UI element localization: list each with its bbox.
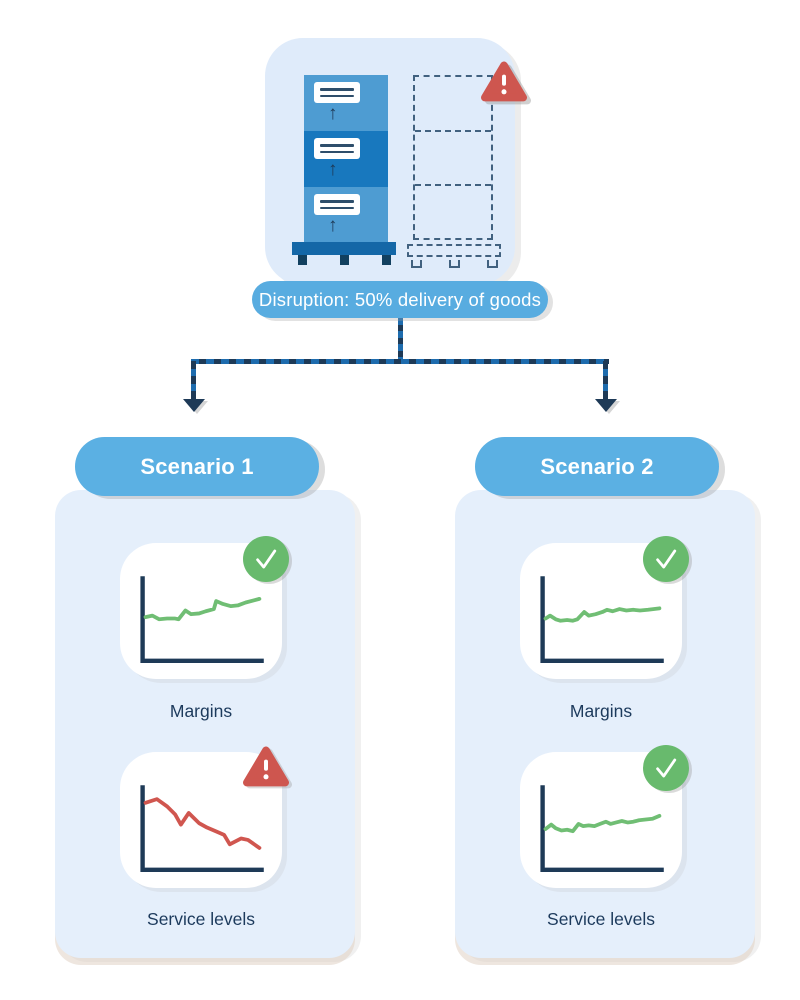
scenario-1-group: Scenario 1 Margins Service levels (55, 437, 355, 962)
service-levels-line-chart (540, 785, 664, 872)
missing-pallet-leg-outline (487, 260, 498, 268)
goods-stack: ↑ ↑ ↑ (304, 75, 388, 243)
box-label (314, 194, 360, 215)
warehouse-illustration: ↑ ↑ ↑ (265, 38, 515, 285)
status-badge (243, 745, 289, 791)
arrow-down-icon (183, 399, 205, 412)
connector-right-drop (603, 361, 608, 401)
scenario-2-header: Scenario 2 (475, 437, 719, 496)
margins-line-chart (140, 576, 264, 663)
disruption-label: Disruption: 50% delivery of goods (258, 288, 542, 310)
connector-horizontal (191, 359, 609, 364)
chart-tile-service-levels (520, 745, 689, 888)
warning-triangle-icon (243, 745, 289, 791)
service-levels-line-chart (140, 785, 264, 872)
arrow-up-icon: ↑ (328, 103, 338, 124)
pallet-leg (340, 255, 349, 265)
goods-box: ↑ (304, 187, 388, 243)
missing-pallet-leg-outline (411, 260, 422, 268)
warning-triangle-icon (481, 60, 527, 106)
arrow-up-icon: ↑ (328, 159, 338, 180)
chart-tile-service-levels (120, 752, 282, 888)
disruption-label-pill: Disruption: 50% delivery of goods (252, 281, 548, 318)
chart-label: Margins (569, 701, 633, 721)
scenario-title: Scenario 1 (140, 453, 254, 479)
check-circle-icon (643, 536, 689, 582)
missing-pallet-leg-outline (449, 260, 460, 268)
missing-pallet-outline (407, 244, 501, 257)
scenario-1-header: Scenario 1 (75, 437, 319, 496)
status-badge (643, 536, 689, 582)
goods-box: ↑ (304, 75, 388, 131)
margins-line-chart (540, 576, 664, 663)
box-label (314, 138, 360, 159)
arrow-up-icon: ↑ (328, 215, 338, 236)
goods-box: ↑ (304, 131, 388, 187)
scenario-title: Scenario 2 (540, 453, 654, 479)
missing-goods-outline (413, 75, 493, 240)
pallet (292, 242, 396, 255)
connector-stub (398, 318, 403, 361)
check-circle-icon (243, 536, 289, 582)
box-label (314, 82, 360, 103)
status-badge (243, 536, 289, 582)
pallet-leg (382, 255, 391, 265)
status-badge (643, 745, 689, 791)
chart-label: Margins (169, 701, 233, 721)
chart-tile-margins (520, 536, 689, 679)
arrow-down-icon (595, 399, 617, 412)
chart-tile-margins (120, 536, 289, 679)
check-circle-icon (643, 745, 689, 791)
scenario-2-group: Scenario 2 Margins Service levels (455, 437, 755, 962)
pallet-leg (298, 255, 307, 265)
connector-left-drop (191, 361, 196, 401)
chart-label: Service levels (147, 909, 255, 929)
chart-label: Service levels (547, 909, 655, 929)
